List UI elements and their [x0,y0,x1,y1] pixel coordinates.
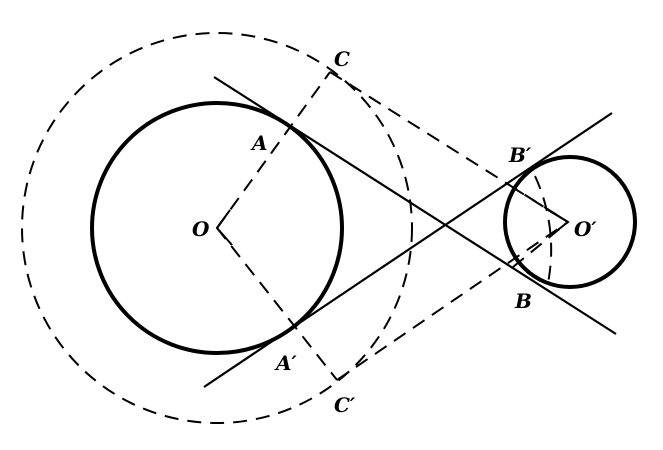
dashed-line-oc [216,71,331,229]
label-c: C [334,47,350,71]
circle-o-prime [503,155,637,289]
angle-mark-o [215,209,233,246]
dashed-line-c-prime-o-prime [336,221,569,381]
circle-o [90,101,344,355]
dashed-line-oc-prime [216,227,338,381]
dashed-arc-oo-prime [534,175,553,284]
label-a-prime: A′ [274,351,298,375]
tangent-line-ab [213,76,617,335]
dashed-line-co-prime [329,71,569,223]
dashed-circle-o [21,32,413,424]
label-b: B [514,289,532,313]
label-o: O [192,217,210,241]
angle-mark-o-prime [547,209,570,237]
tangent-line-a-prime-b-prime [203,112,613,388]
label-b-prime: B′ [508,143,532,167]
label-o-prime: O′ [574,217,597,241]
label-a: A [250,131,268,155]
label-c-prime: C′ [334,393,356,417]
